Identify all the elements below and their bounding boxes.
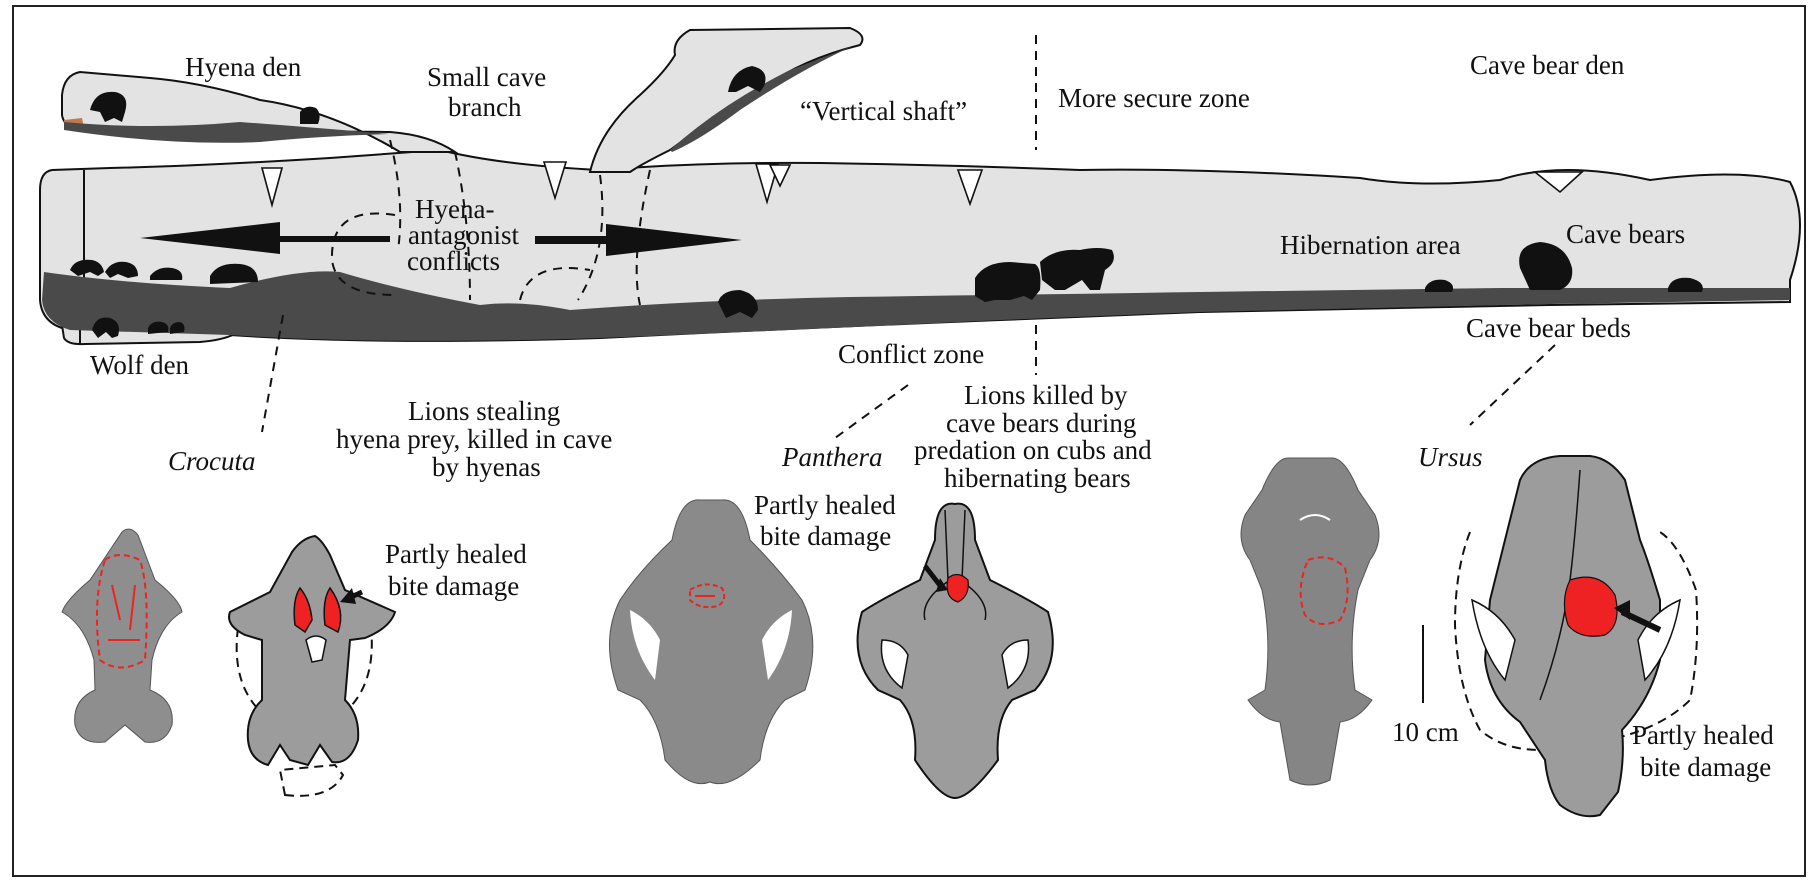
label-cave-bear-beds: Cave bear beds — [1466, 313, 1631, 343]
label-vertical-shaft: “Vertical shaft” — [800, 96, 967, 126]
cave-floor — [42, 271, 1790, 341]
label-conflict-zone: Conflict zone — [838, 339, 984, 369]
arrow-right — [535, 224, 742, 256]
label-lions-killed-4: hibernating bears — [944, 463, 1131, 493]
label-cave-bears: Cave bears — [1566, 219, 1685, 249]
crocuta-skull-drawing — [228, 534, 397, 797]
label-small-cave-2: branch — [448, 92, 522, 122]
crocuta-skull-photo — [61, 528, 183, 743]
label-cave-bear-den: Cave bear den — [1470, 50, 1625, 80]
ursus-skull-photo — [1240, 457, 1380, 786]
label-bite-crocuta-2: bite damage — [388, 571, 519, 601]
label-panthera: Panthera — [781, 442, 883, 472]
animal-silhouettes — [70, 66, 1703, 338]
label-bite-ursus-2: bite damage — [1640, 752, 1771, 782]
label-more-secure-zone: More secure zone — [1058, 83, 1250, 113]
label-hibernation-area: Hibernation area — [1280, 230, 1461, 260]
label-lions-killed-1: Lions killed by — [964, 380, 1128, 410]
label-bite-panthera-2: bite damage — [760, 521, 891, 551]
label-bite-crocuta-1: Partly healed — [385, 539, 527, 569]
panthera-skull-drawing — [856, 502, 1054, 800]
dashed-passages — [261, 35, 1556, 439]
label-bite-ursus-1: Partly healed — [1632, 720, 1774, 750]
label-small-cave-1: Small cave — [427, 62, 546, 92]
label-lions-stealing-1: Lions stealing — [408, 396, 560, 426]
scale-label: 10 cm — [1392, 717, 1459, 747]
label-bite-panthera-1: Partly healed — [754, 490, 896, 520]
label-lions-killed-3: predation on cubs and — [914, 435, 1152, 465]
conflict-arrows — [140, 222, 742, 256]
label-lions-killed-2: cave bears during — [946, 408, 1136, 438]
label-hyena-den: Hyena den — [185, 52, 302, 82]
stalactites — [260, 161, 1585, 209]
label-lions-stealing-2: hyena prey, killed in cave — [336, 424, 612, 454]
label-conflicts-3: conflicts — [407, 246, 500, 276]
label-conflicts-2: antagonist — [408, 220, 519, 250]
arrow-left — [140, 222, 390, 254]
label-crocuta: Crocuta — [168, 446, 256, 476]
label-lions-stealing-3: by hyenas — [432, 452, 541, 482]
hyena-den-floor — [64, 122, 390, 143]
panthera-skull-photo — [609, 499, 814, 785]
label-ursus: Ursus — [1418, 442, 1483, 472]
ursus-skull-drawing — [1453, 455, 1699, 818]
label-wolf-den: Wolf den — [90, 350, 190, 380]
label-conflicts-1: Hyena- — [415, 194, 494, 224]
